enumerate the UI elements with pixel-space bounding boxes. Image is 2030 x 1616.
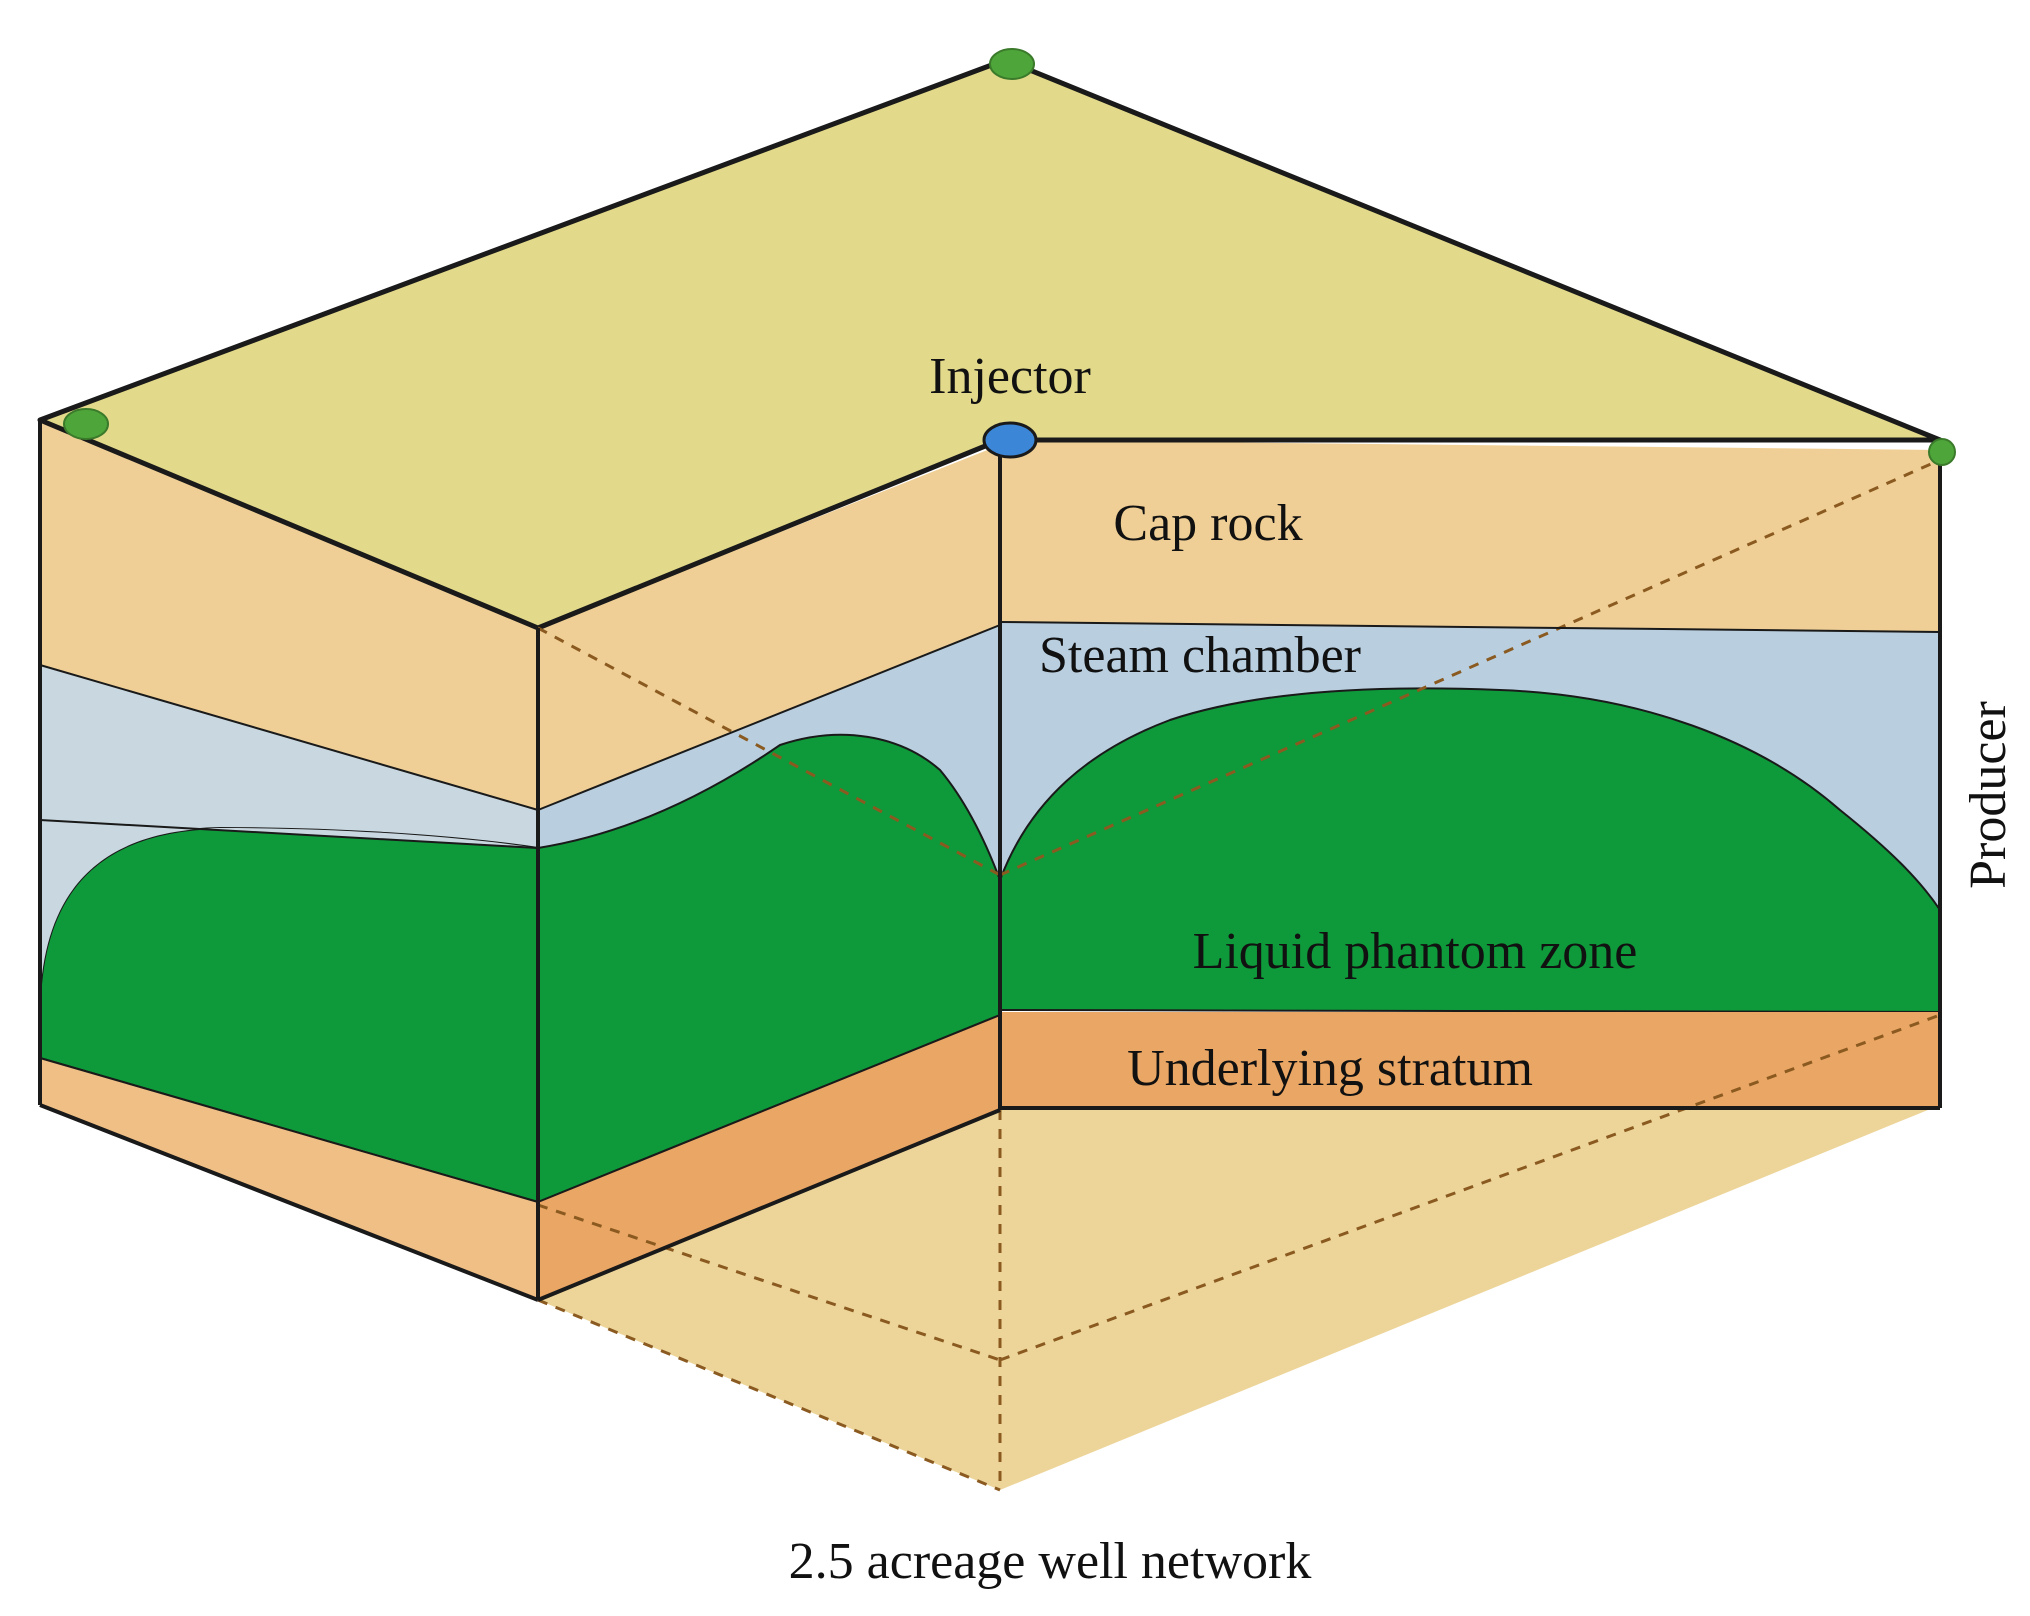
left-face-cap-rock	[40, 420, 538, 810]
front-left-liquid-zone	[537, 733, 1001, 1204]
layer-line	[537, 624, 1001, 811]
left-face	[39, 420, 539, 1300]
top-surface	[37, 57, 1943, 631]
layer-line	[39, 819, 539, 849]
front-right-underlying-stratum	[1000, 1012, 1940, 1108]
liquid-phantom-zone-label: Liquid phantom zone	[1193, 923, 1638, 980]
dashed-edge	[537, 1203, 1001, 1362]
producer-label: Producer	[1960, 701, 2017, 889]
injector-well	[982, 421, 1038, 459]
layer-boundaries	[39, 621, 1941, 1203]
underlying-stratum-label: Underlying stratum	[1127, 1040, 1533, 1097]
front-right-liquid-zone	[999, 687, 1941, 1014]
front-left-cap-rock	[538, 445, 1000, 810]
layer-line	[999, 621, 1941, 633]
front-right-face	[999, 440, 1941, 1108]
front-right-cap-rock	[1000, 440, 1940, 632]
steam-chamber-label: Steam chamber	[1039, 627, 1361, 684]
left-face-underlying-stratum	[40, 1058, 538, 1300]
layer-line	[39, 664, 539, 811]
bottom-floor	[538, 1095, 1940, 1490]
front-left-face	[537, 445, 1001, 1300]
dashed-edge	[999, 458, 1941, 877]
injector-label: Injector	[929, 348, 1091, 405]
left-face-steam-fill	[40, 820, 538, 1000]
producer-well-left	[63, 408, 109, 440]
layer-line	[537, 1014, 1001, 1203]
layer-line	[39, 1057, 539, 1203]
dashed-edge	[537, 1298, 1001, 1492]
producer-well-right	[1928, 438, 1956, 466]
block-outlines	[38, 420, 1942, 1302]
outline-edge	[537, 1108, 1001, 1302]
dashed-edge	[999, 1013, 1941, 1362]
outline-edge	[39, 1103, 539, 1302]
left-face-steam-chamber	[40, 665, 538, 848]
caption: 2.5 acreage well network	[789, 1533, 1312, 1590]
producer-well-top	[989, 48, 1035, 80]
front-left-underlying-stratum	[538, 1015, 1000, 1300]
hidden-edges	[537, 458, 1941, 1492]
cap-rock-label: Cap rock	[1113, 495, 1302, 552]
